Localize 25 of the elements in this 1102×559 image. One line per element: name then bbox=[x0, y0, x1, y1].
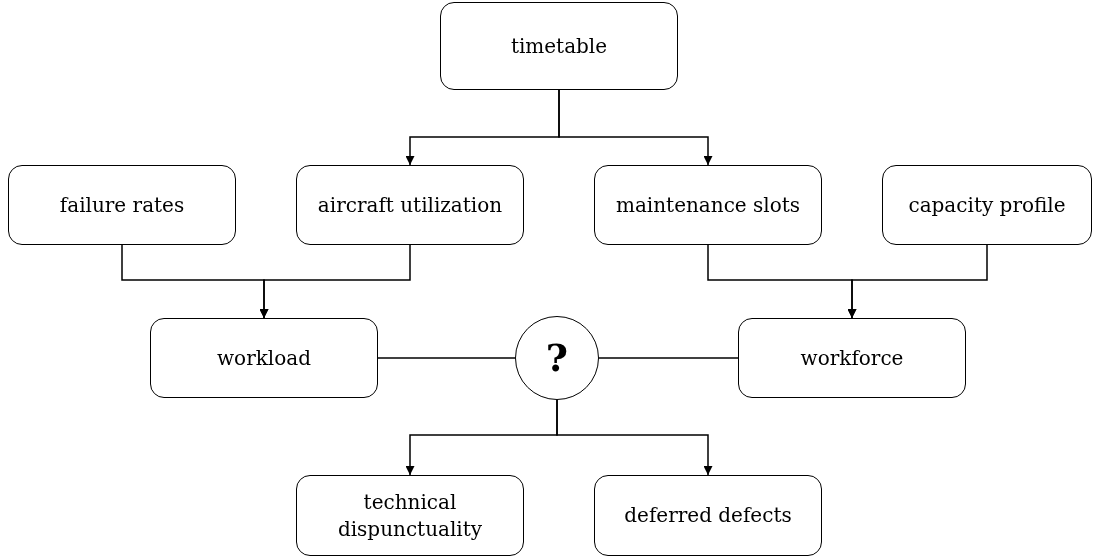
process-box bbox=[150, 318, 378, 398]
process-box bbox=[296, 475, 524, 556]
node-label: failure rates bbox=[59, 191, 185, 219]
node-label: capacity profile bbox=[908, 191, 1066, 219]
node-label: ? bbox=[545, 334, 569, 383]
connector-line bbox=[377, 357, 516, 359]
process-box bbox=[738, 318, 966, 398]
node-label: workload bbox=[217, 344, 311, 372]
node-label: workforce bbox=[800, 344, 904, 372]
node-label: timetable bbox=[510, 32, 608, 60]
process-box bbox=[296, 165, 524, 245]
arrow bbox=[556, 399, 713, 476]
process-box bbox=[8, 165, 236, 245]
arrow bbox=[558, 89, 713, 166]
process-box bbox=[594, 165, 822, 245]
node-label: maintenance slots bbox=[615, 191, 801, 219]
connector-line bbox=[598, 357, 739, 359]
node-label: aircraft utilization bbox=[317, 191, 503, 219]
process-box bbox=[594, 475, 822, 556]
node-label: technical dispunctuality bbox=[336, 488, 484, 543]
node-label: deferred defects bbox=[624, 502, 792, 529]
arrow bbox=[847, 244, 988, 319]
process-box bbox=[440, 2, 678, 90]
process-box bbox=[882, 165, 1092, 245]
arrow bbox=[259, 244, 411, 319]
